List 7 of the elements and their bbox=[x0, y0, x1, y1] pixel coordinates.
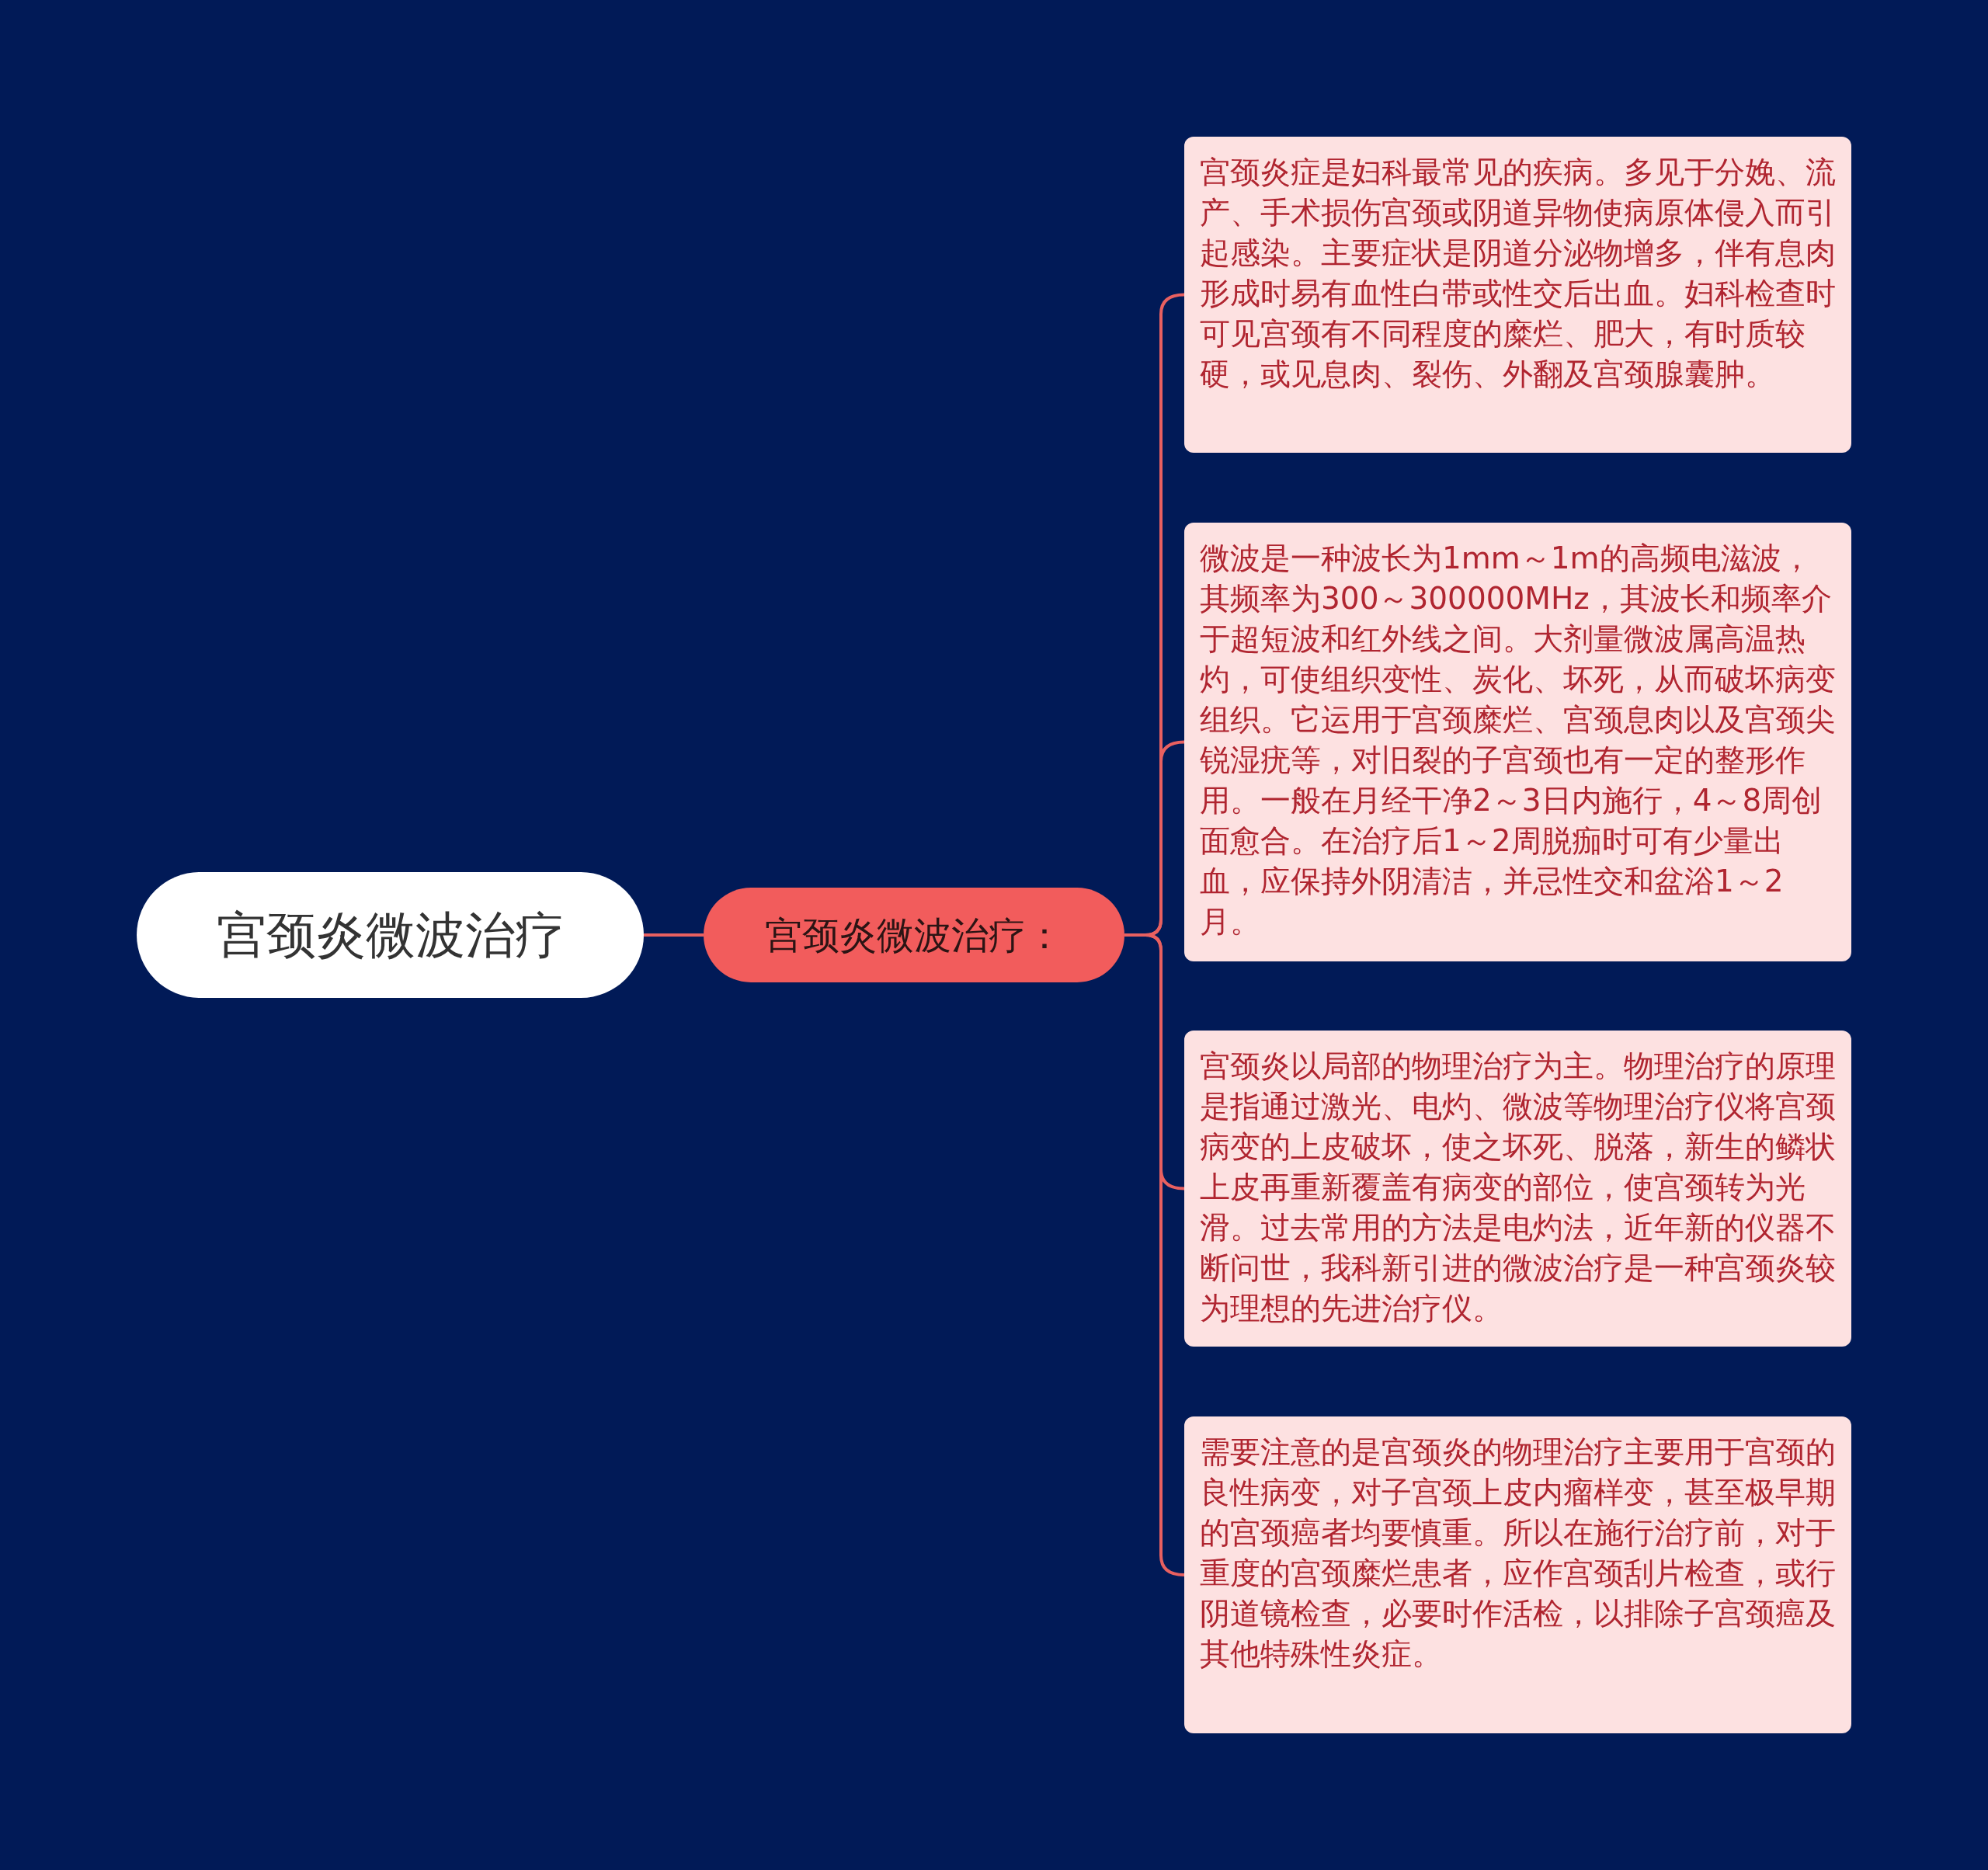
connector bbox=[644, 933, 704, 937]
text-card: 需要注意的是宫颈炎的物理治疗主要用于宫颈的良性病变，对子宫颈上皮内瘤样变，甚至极早期的宫颈癌者均要慎重。所以在施行治疗前，对于重度的宫颈糜烂患者，应作宫颈刮片检查，或行阴道镜检查，必要时作活检，以排除子宫颈癌及其他特殊性炎症。 bbox=[1184, 1416, 1851, 1733]
central-topic: 宫颈炎微波治疗 bbox=[137, 872, 644, 998]
text-card: 微波是一种波长为1mm～1m的高频电滋波，其频率为300～300000MHz，其波长和频率介于超短波和红外线之间。大剂量微波属高温热灼，可使组织变性、炭化、坏死，从而破坏病变组织。它运用于宫颈糜烂、宫颈息肉以及宫颈尖锐湿疣等，对旧裂的子宫颈也有一定的整形作用。一般在月经干净2～3日内施行，4～8周创面愈合。在治疗后1～2周脱痂时可有少量出血，应保持外阴清洁，并忌性交和盆浴1～2月。 bbox=[1184, 523, 1851, 961]
text-card: 宫颈炎症是妇科最常见的疾病。多见于分娩、流产、手术损伤宫颈或阴道异物使病原体侵入而引起感染。主要症状是阴道分泌物增多，伴有息肉形成时易有血性白带或性交后出血。妇科检查时可见宫颈有不同程度的糜烂、肥大，有时质较硬，或见息肉、裂伤、外翻及宫颈腺囊肿。 bbox=[1184, 137, 1851, 453]
text-card: 宫颈炎以局部的物理治疗为主。物理治疗的原理是指通过激光、电灼、微波等物理治疗仪将宫颈病变的上皮破坏，使之坏死、脱落，新生的鳞状上皮再重新覆盖有病变的部位，使宫颈转为光滑。过去常用的方法是电灼法，近年新的仪器不断问世，我科新引进的微波治疗是一种宫颈炎较为理想的先进治疗仪。 bbox=[1184, 1031, 1851, 1347]
topic-pill: 宫颈炎微波治疗： bbox=[704, 888, 1124, 982]
